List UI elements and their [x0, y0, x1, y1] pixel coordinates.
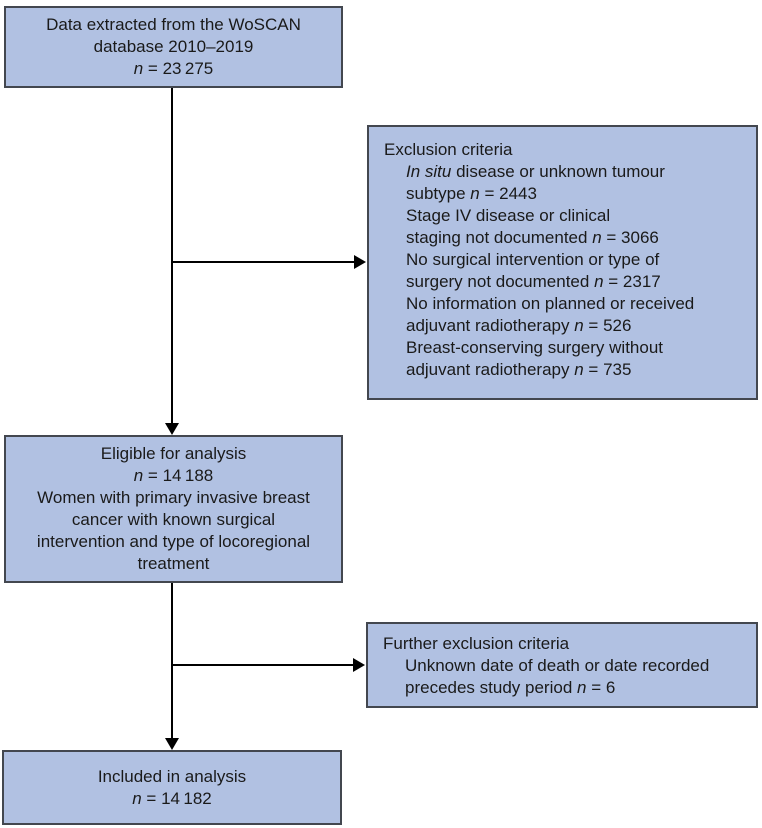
- text-segment: Further exclusion criteria: [383, 634, 570, 653]
- text-segment: = 14 182: [141, 788, 212, 808]
- italic-n-text: n: [577, 678, 587, 697]
- text-segment: Women with primary invasive breast: [37, 488, 310, 507]
- text-line: Exclusion criteria: [384, 139, 746, 161]
- italic-n-text: n: [594, 272, 604, 291]
- text-line: adjuvant radiotherapy n = 526: [384, 315, 746, 337]
- text-segment: surgery not documented: [406, 272, 595, 291]
- text-segment: database 2010–2019: [93, 37, 254, 56]
- text-segment: = 3066: [601, 228, 659, 247]
- arrowhead-right-icon: [354, 255, 366, 269]
- text-segment: subtype: [406, 184, 471, 203]
- text-segment: Data extracted from the WoSCAN: [46, 15, 301, 34]
- exclusion-criteria-box: Exclusion criteria In situ disease or unk…: [367, 125, 758, 400]
- text-segment: adjuvant radiotherapy: [406, 316, 575, 335]
- text-segment: Stage IV disease or clinical: [406, 206, 611, 225]
- text-segment: staging not documented: [406, 228, 593, 247]
- text-line: Stage IV disease or clinical: [384, 205, 746, 227]
- text-segment: = 735: [583, 360, 632, 379]
- text-line: n = 23 275: [6, 58, 341, 80]
- text-segment: Breast-conserving surgery without: [406, 338, 664, 357]
- text-line: Included in analysis: [4, 766, 340, 788]
- text-segment: Eligible for analysis: [100, 444, 247, 463]
- italic-n-text: n: [574, 316, 584, 335]
- text-segment: No information on planned or received: [406, 294, 695, 313]
- text-line: Further exclusion criteria: [383, 633, 746, 655]
- text-segment: treatment: [137, 554, 210, 573]
- text-segment: = 23 275: [143, 59, 214, 78]
- italic-n-text: n: [132, 788, 142, 808]
- text-line: cancer with known surgical: [6, 509, 341, 531]
- text-segment: = 2443: [479, 184, 537, 203]
- text-segment: Unknown date of death or date recorded: [405, 656, 710, 675]
- italic-n-text: n: [592, 228, 602, 247]
- text-line: subtype n = 2443: [384, 183, 746, 205]
- text-segment: No surgical intervention or type of: [406, 250, 660, 269]
- connector-branch-to-exclusion: [172, 261, 354, 263]
- text-segment: = 14 188: [143, 466, 214, 485]
- text-line: Eligible for analysis: [6, 443, 341, 465]
- text-segment: cancer with known surgical: [71, 510, 276, 529]
- text-line: intervention and type of locoregional: [6, 531, 341, 553]
- text-line: Women with primary invasive breast: [6, 487, 341, 509]
- text-segment: = 526: [583, 316, 632, 335]
- text-line: No surgical intervention or type of: [384, 249, 746, 271]
- text-line: Unknown date of death or date recorded: [383, 655, 746, 677]
- text-line: In situ disease or unknown tumour: [384, 161, 746, 183]
- arrowhead-down-icon: [165, 423, 179, 435]
- text-line: surgery not documented n = 2317: [384, 271, 746, 293]
- italic-n-text: n: [133, 466, 144, 485]
- italic-n-text: n: [470, 184, 480, 203]
- text-line: No information on planned or received: [384, 293, 746, 315]
- italic-n-text: In situ: [406, 162, 452, 181]
- connector-eligible-to-included: [171, 583, 173, 739]
- arrowhead-down-icon: [165, 738, 179, 750]
- text-segment: Exclusion criteria: [384, 140, 513, 159]
- text-line: adjuvant radiotherapy n = 735: [384, 359, 746, 381]
- text-segment: precedes study period: [405, 678, 577, 697]
- arrowhead-right-icon: [353, 658, 365, 672]
- text-segment: intervention and type of locoregional: [36, 532, 311, 551]
- text-line: database 2010–2019: [6, 36, 341, 58]
- connector-source-to-eligible: [171, 88, 173, 424]
- italic-n-text: n: [574, 360, 584, 379]
- connector-branch-to-further-exclusion: [172, 664, 354, 666]
- text-line: treatment: [6, 553, 341, 575]
- text-segment: adjuvant radiotherapy: [406, 360, 575, 379]
- text-line: n = 14 188: [6, 465, 341, 487]
- text-segment: = 2317: [603, 272, 661, 291]
- source-box: Data extracted from the WoSCAN database 2…: [4, 6, 343, 88]
- text-line: n = 14 182: [4, 788, 340, 810]
- text-line: staging not documented n = 3066: [384, 227, 746, 249]
- text-line: Breast-conserving surgery without: [384, 337, 746, 359]
- text-segment: = 6: [586, 678, 616, 697]
- text-segment: Included in analysis: [97, 766, 247, 786]
- text-line: precedes study period n = 6: [383, 677, 746, 699]
- text-segment: disease or unknown tumour: [451, 162, 665, 181]
- text-line: Data extracted from the WoSCAN: [6, 14, 341, 36]
- italic-n-text: n: [133, 59, 144, 78]
